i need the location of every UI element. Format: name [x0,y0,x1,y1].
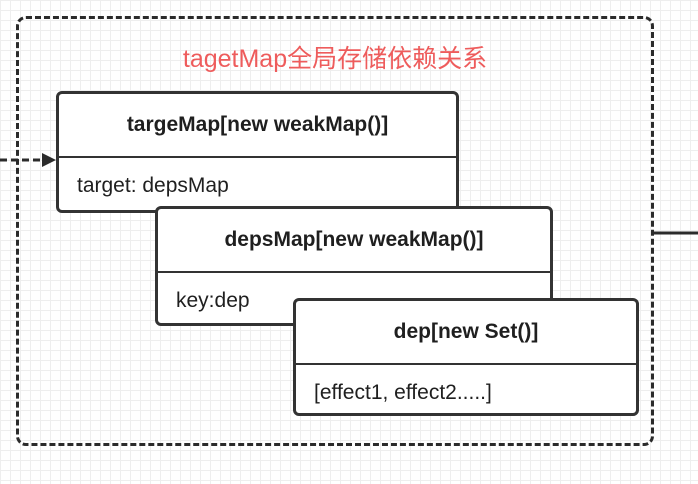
dep-set-entry: [effect1, effect2.....] [314,381,492,404]
depsmap-header: depsMap[new weakMap()] [158,209,550,273]
depsmap-entry: key:dep [176,289,250,312]
targetmap-box[interactable]: targeMap[new weakMap()] target: depsMap [56,91,459,213]
targetmap-entry: target: depsMap [77,174,229,197]
targetmap-header: targeMap[new weakMap()] [59,94,456,158]
group-title: tagetMap全局存储依赖关系 [182,45,488,73]
dependency-group-container[interactable] [16,16,654,446]
dep-set-box[interactable]: dep[new Set()] [effect1, effect2.....] [293,298,639,416]
incoming-arrow-head [42,153,56,167]
dep-set-header: dep[new Set()] [296,301,636,365]
